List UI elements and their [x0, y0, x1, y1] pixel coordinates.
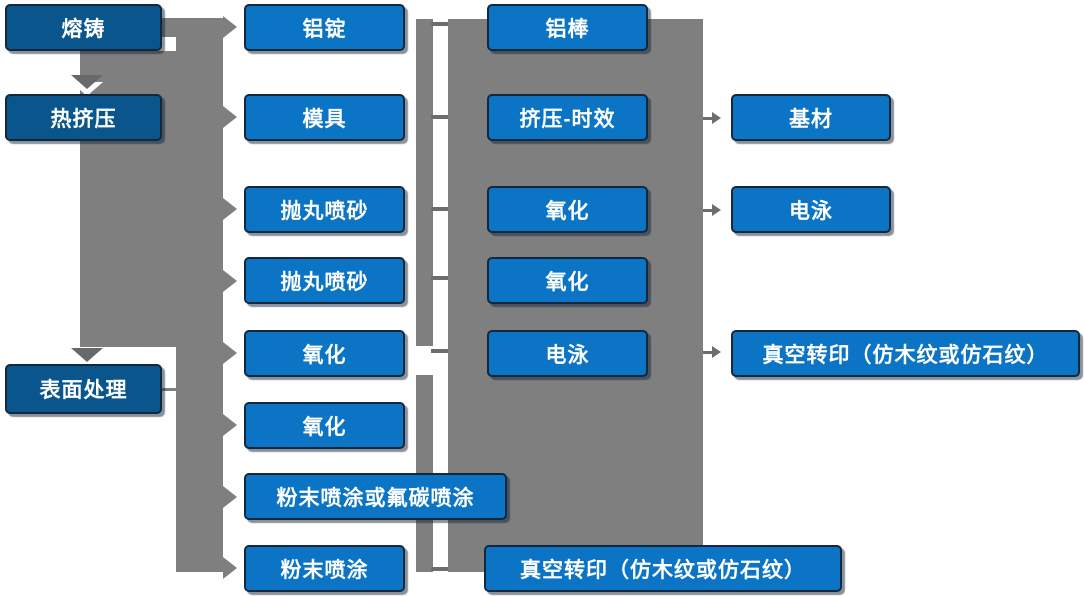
down-arrow-icon-1 [71, 75, 103, 89]
node-electrophoresis-1: 电泳 [487, 330, 648, 377]
node-oxidation-4: 氧化 [487, 257, 648, 304]
stage-melting: 熔铸 [5, 4, 162, 51]
shaft-vacuum-transfer-1 [703, 351, 713, 354]
node-vacuum-transfer-1: 真空转印（仿木纹或仿石纹） [731, 330, 1080, 377]
arrow-right-icon-powder-fluorocarbon [223, 486, 237, 508]
node-extrusion-aging: 挤压-时效 [487, 94, 648, 141]
tick-vacuum-transfer-bottom [431, 567, 449, 571]
arrow-right-icon-oxidation-2 [223, 414, 237, 436]
arrow-right-icon-base-material [712, 112, 721, 124]
stage-surface-treatment: 表面处理 [5, 364, 162, 414]
top-elbow-arm [161, 18, 223, 37]
stage-hot-extrusion: 热挤压 [5, 94, 162, 141]
tick-extrusion-aging [431, 115, 449, 119]
node-vacuum-transfer-2: 真空转印（仿木纹或仿石纹） [484, 545, 842, 592]
node-shot-blast-1: 抛丸喷砂 [244, 186, 405, 233]
arrow-right-icon-aluminum-ingot [223, 16, 237, 38]
node-electrophoresis-2: 电泳 [731, 186, 891, 233]
arrow-right-icon-shot-blast-2 [223, 270, 237, 292]
tick-oxidation-1 [431, 207, 449, 211]
arrow-right-icon-mold [223, 106, 237, 128]
node-powder-or-fluorocarbon-coating: 粉末喷涂或氟碳喷涂 [244, 473, 507, 520]
node-base-material: 基材 [731, 94, 891, 141]
node-oxidation-2: 氧化 [244, 402, 405, 449]
tick-electrophoresis [431, 349, 449, 353]
arrow-right-icon-electrophoresis-2 [712, 204, 721, 216]
tick-aluminum-rod [431, 22, 449, 26]
node-shot-blast-2: 抛丸喷砂 [244, 257, 405, 304]
distribution-strip [176, 18, 223, 572]
node-oxidation-1: 氧化 [244, 330, 405, 377]
node-aluminum-ingot: 铝锭 [244, 4, 405, 51]
node-oxidation-3: 氧化 [487, 186, 648, 233]
tick-oxidation-2 [431, 276, 449, 280]
node-mold: 模具 [244, 94, 405, 141]
arrow-right-icon-vacuum-transfer-1 [712, 346, 721, 358]
node-aluminum-rod: 铝棒 [487, 4, 648, 51]
shaft-base-material [703, 117, 713, 120]
shaft-electrophoresis-2 [703, 209, 713, 212]
surface-treatment-connector [162, 388, 177, 391]
arrow-right-icon-oxidation-1 [223, 342, 237, 364]
arrow-right-icon-powder-coating [223, 557, 237, 579]
arrow-right-icon-shot-blast-1 [223, 198, 237, 220]
collector-bar-upper [416, 19, 433, 346]
down-arrow-icon-2 [71, 348, 103, 362]
node-powder-coating: 粉末喷涂 [244, 545, 405, 592]
